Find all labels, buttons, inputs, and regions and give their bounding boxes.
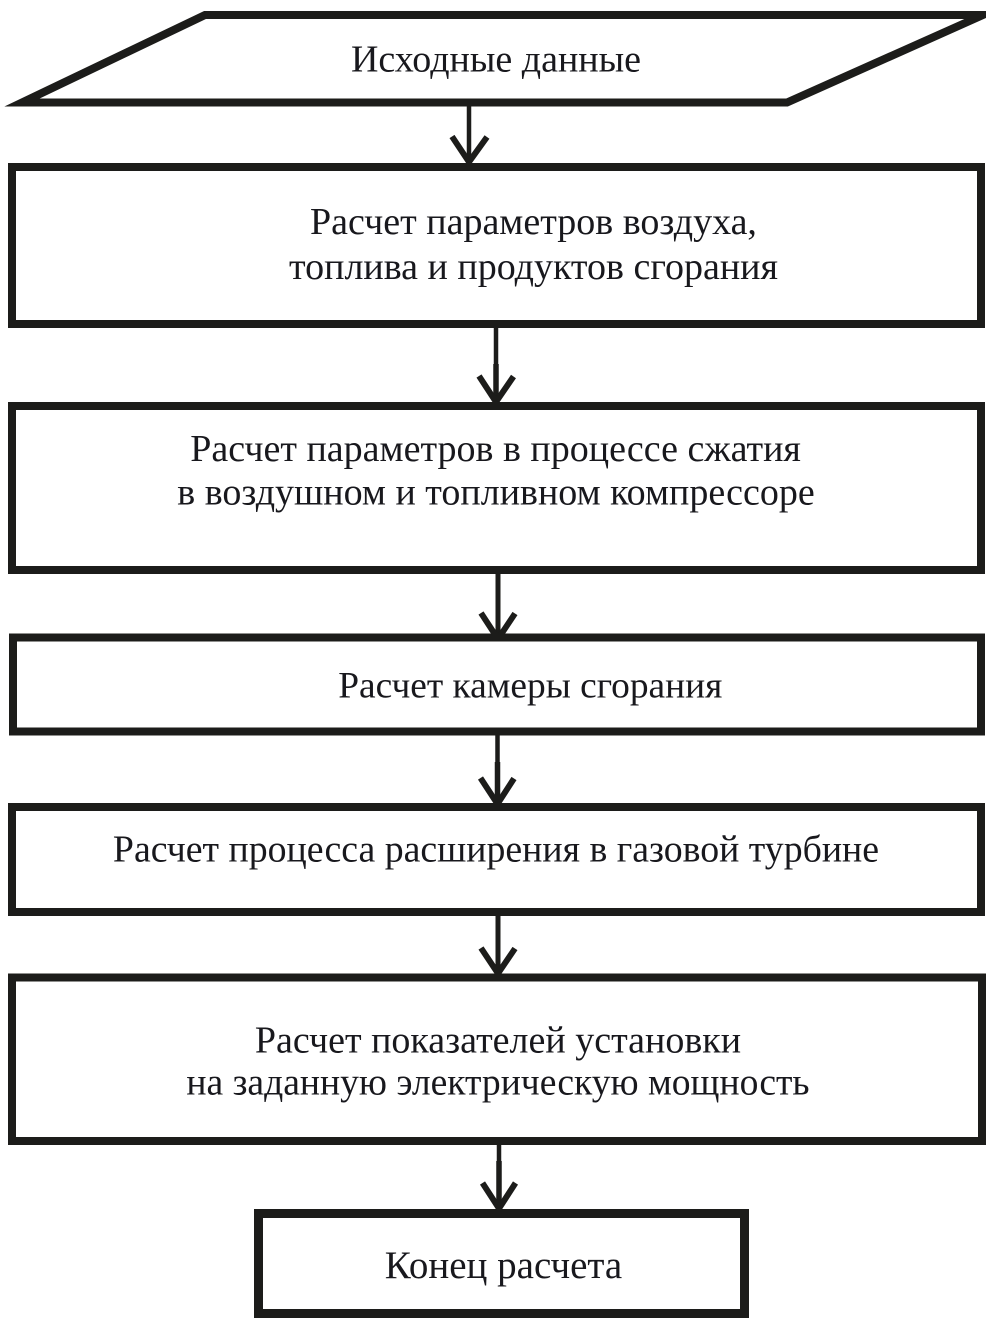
svg-text:Расчет параметров воздуха,: Расчет параметров воздуха, xyxy=(310,201,757,243)
svg-text:топлива и продуктов сгорания: топлива и продуктов сгорания xyxy=(289,246,778,288)
svg-text:Расчет камеры сгорания: Расчет камеры сгорания xyxy=(338,666,722,707)
svg-text:Расчет процесса расширения в г: Расчет процесса расширения в газовой тур… xyxy=(113,829,879,871)
svg-text:Конец расчета: Конец расчета xyxy=(385,1244,622,1287)
svg-text:Исходные данные: Исходные данные xyxy=(351,39,641,81)
svg-text:Расчет параметров в процессе с: Расчет параметров в процессе сжатия xyxy=(190,428,801,470)
svg-text:в воздушном и топливном компре: в воздушном и топливном компрессоре xyxy=(177,472,814,514)
svg-text:на заданную электрическую мощн: на заданную электрическую мощность xyxy=(186,1063,809,1104)
svg-text:Расчет показателей установки: Расчет показателей установки xyxy=(255,1020,741,1062)
